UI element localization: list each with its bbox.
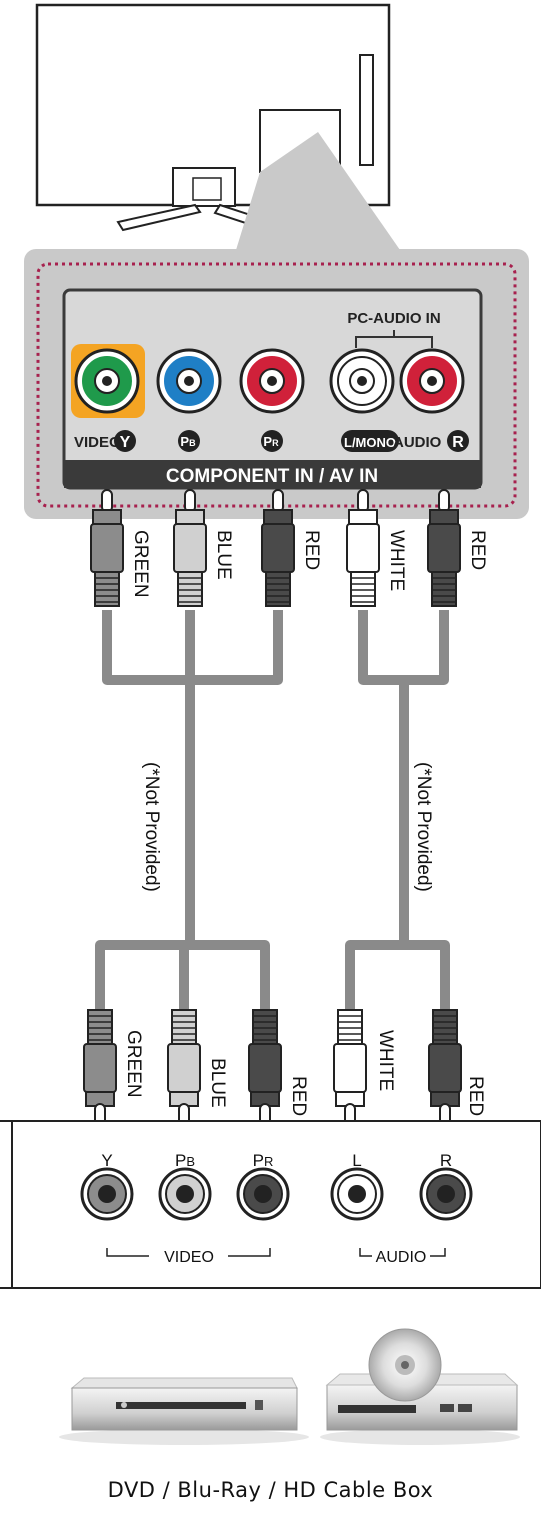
port-label-text: VIDEO/ — [74, 434, 126, 451]
top-plug-4 — [427, 489, 461, 607]
device-port-label-4: R — [440, 1151, 452, 1170]
dvd-player-icon — [59, 1377, 309, 1445]
panel-port-label-0: VIDEO/Y — [74, 430, 136, 452]
device-jack-2 — [236, 1167, 290, 1221]
cable-wires — [95, 610, 450, 1025]
not-provided-note-left: (*Not Provided) — [141, 762, 162, 892]
top-cable-label-1: BLUE — [213, 530, 234, 580]
port-label-text: AUDIO — [393, 434, 442, 451]
device-jack-1 — [158, 1167, 212, 1221]
top-cable-label-0: GREEN — [130, 530, 151, 598]
top-plug-1 — [173, 489, 207, 607]
component-banner: COMPONENT IN / AV IN — [166, 466, 378, 487]
top-cable-label-2: RED — [301, 530, 322, 570]
panel-jack-4 — [399, 348, 465, 414]
device-port-label-1: PB — [175, 1151, 195, 1170]
pc-audio-label: PC-AUDIO IN — [347, 310, 440, 327]
top-plug-3 — [346, 489, 380, 607]
device-jack-0 — [80, 1167, 134, 1221]
audio-group-label: AUDIO — [376, 1249, 427, 1266]
device-port-label-0: Y — [101, 1151, 112, 1170]
panel-jack-3 — [329, 348, 395, 414]
port-badge: Y — [120, 434, 131, 451]
bottom-cable-label-1: BLUE — [207, 1058, 228, 1108]
device-jack-4 — [419, 1167, 473, 1221]
bottom-cable-label-4: RED — [465, 1076, 486, 1116]
port-badge: PB — [180, 434, 196, 449]
bottom-cable-label-3: WHITE — [375, 1030, 396, 1091]
panel-port-label-2: PR — [261, 430, 283, 452]
bottom-cable-label-0: GREEN — [123, 1030, 144, 1098]
top-plug-2 — [261, 489, 295, 607]
video-group-label: VIDEO — [164, 1249, 214, 1266]
bottom-plug-1 — [167, 1009, 201, 1127]
bottom-plug-4 — [428, 1009, 462, 1127]
port-badge: R — [452, 434, 464, 451]
bluray-player-icon — [320, 1328, 520, 1445]
top-plug-0 — [90, 489, 124, 607]
bottom-plug-3 — [333, 1009, 367, 1127]
bottom-cable-label-2: RED — [288, 1076, 309, 1116]
device-port-label-2: PR — [253, 1151, 274, 1170]
device-port-label-3: L — [352, 1151, 361, 1170]
bottom-plug-2 — [248, 1009, 282, 1127]
panel-port-label-3: L/MONO — [341, 430, 399, 452]
device-jack-3 — [330, 1167, 384, 1221]
bottom-plug-0 — [83, 1009, 117, 1127]
top-cable-label-3: WHITE — [386, 530, 407, 591]
zoom-wedge — [236, 132, 400, 250]
port-badge: L/MONO — [344, 435, 396, 450]
top-cable-label-4: RED — [467, 530, 488, 570]
device-caption: DVD / Blu-Ray / HD Cable Box — [107, 1478, 434, 1502]
not-provided-note-right: (*Not Provided) — [413, 762, 434, 892]
panel-port-label-1: PB — [178, 430, 200, 452]
panel-jack-2 — [239, 348, 305, 414]
panel-jack-0 — [74, 348, 140, 414]
panel-port-label-4: AUDIO R — [393, 430, 469, 452]
panel-jack-1 — [156, 348, 222, 414]
port-badge: PR — [263, 434, 279, 449]
